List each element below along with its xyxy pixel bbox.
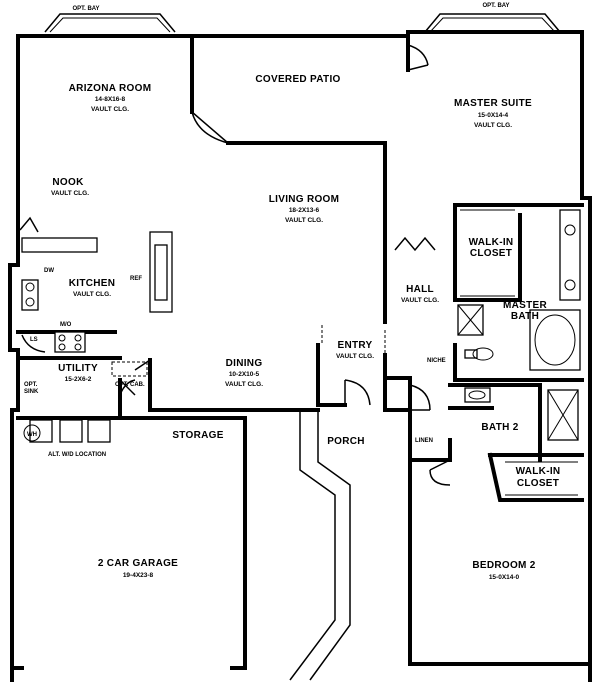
kitchen-name: KITCHEN [69, 278, 116, 289]
bedroom2-name: BEDROOM 2 [472, 560, 535, 571]
room-master-suite: MASTER SUITE 15-0X14-4 VAULT CLG. [454, 98, 532, 129]
alt-wd-label: ALT. W/D LOCATION [48, 452, 106, 458]
garage-dims: 19-4X23-8 [123, 572, 154, 579]
utility-dims: 15-2X6-2 [65, 376, 92, 383]
entry-note: VAULT CLG. [336, 353, 374, 360]
nook-note: VAULT CLG. [51, 190, 89, 197]
opt-cab-label: OPT. CAB. [115, 382, 145, 388]
wh-label: WH [27, 432, 37, 438]
room-walkin-closet-2: WALK-IN CLOSET [516, 466, 561, 489]
fixtures [21, 209, 581, 681]
room-entry: ENTRY VAULT CLG. [336, 340, 374, 360]
living-room-note: VAULT CLG. [285, 217, 323, 224]
porch-name: PORCH [327, 436, 365, 447]
room-nook: NOOK VAULT CLG. [51, 177, 89, 197]
nook-name: NOOK [52, 177, 84, 188]
room-hall: HALL VAULT CLG. [401, 284, 439, 304]
exterior-walls [8, 30, 592, 682]
room-dining: DINING 10-2X10-5 VAULT CLG. [225, 358, 263, 388]
walkin-closet-2-line1: WALK-IN [516, 466, 561, 477]
living-room-name: LIVING ROOM [269, 194, 340, 205]
hall-note: VAULT CLG. [401, 297, 439, 304]
opt-bay-left-label: OPT. BAY [72, 6, 99, 12]
arizona-room-name: ARIZONA ROOM [69, 83, 152, 94]
garage-name: 2 CAR GARAGE [98, 558, 178, 569]
mw-label: M/O [60, 322, 72, 328]
arizona-room-dims: 14-8X16-8 [95, 96, 126, 103]
room-bath2: BATH 2 [481, 422, 518, 433]
room-walkin-closet-master: WALK-IN CLOSET [469, 237, 514, 259]
room-living: LIVING ROOM 18-2X13-6 VAULT CLG. [269, 194, 340, 224]
ref-label: REF [130, 276, 142, 282]
bay-window-left [44, 13, 176, 33]
bedroom2-dims: 15-0X14-0 [489, 574, 520, 581]
dining-name: DINING [226, 358, 263, 369]
interior-walls [16, 34, 584, 502]
covered-patio-name: COVERED PATIO [255, 74, 340, 85]
master-suite-name: MASTER SUITE [454, 98, 532, 109]
opt-sink-label-2: SINK [24, 389, 39, 395]
storage-name: STORAGE [172, 430, 223, 441]
arizona-room-note: VAULT CLG. [91, 106, 129, 113]
entry-name: ENTRY [337, 340, 372, 351]
dw-label: DW [44, 268, 54, 274]
room-bedroom2: BEDROOM 2 15-0X14-0 [472, 560, 535, 581]
hall-name: HALL [406, 284, 434, 295]
ls-label: LS [30, 337, 38, 343]
room-covered-patio: COVERED PATIO [255, 74, 340, 85]
opt-sink-label: OPT. [24, 382, 38, 388]
opt-bay-right-label: OPT. BAY [482, 3, 509, 9]
master-bath-line1: MASTER [503, 300, 547, 311]
living-room-dims: 18-2X13-6 [289, 207, 320, 214]
walkin-closet-master-line1: WALK-IN [469, 237, 514, 248]
niche-label: NICHE [427, 358, 446, 364]
bath2-name: BATH 2 [481, 422, 518, 433]
room-arizona: ARIZONA ROOM 14-8X16-8 VAULT CLG. [69, 83, 152, 113]
master-bath-line2: BATH [511, 311, 539, 322]
master-suite-dims: 15-0X14-4 [478, 112, 509, 119]
master-suite-note: VAULT CLG. [474, 122, 512, 129]
room-utility: UTILITY 15-2X6-2 [58, 363, 98, 383]
door-swings [19, 44, 451, 486]
bay-window-right [424, 13, 561, 33]
linen-label: LINEN [415, 438, 433, 444]
annotations: OPT. BAY OPT. BAY DW REF M/O LS OPT. SIN… [24, 3, 510, 458]
room-garage: 2 CAR GARAGE 19-4X23-8 [98, 558, 178, 579]
walkin-closet-master-line2: CLOSET [470, 248, 512, 259]
room-kitchen: KITCHEN VAULT CLG. [69, 278, 116, 298]
dining-dims: 10-2X10-5 [229, 371, 260, 378]
walkin-closet-2-line2: CLOSET [517, 478, 559, 489]
room-storage: STORAGE [172, 430, 223, 441]
room-master-bath: MASTER BATH [503, 300, 547, 322]
dining-note: VAULT CLG. [225, 381, 263, 388]
kitchen-note: VAULT CLG. [73, 291, 111, 298]
utility-name: UTILITY [58, 363, 98, 374]
room-porch: PORCH [327, 436, 365, 447]
